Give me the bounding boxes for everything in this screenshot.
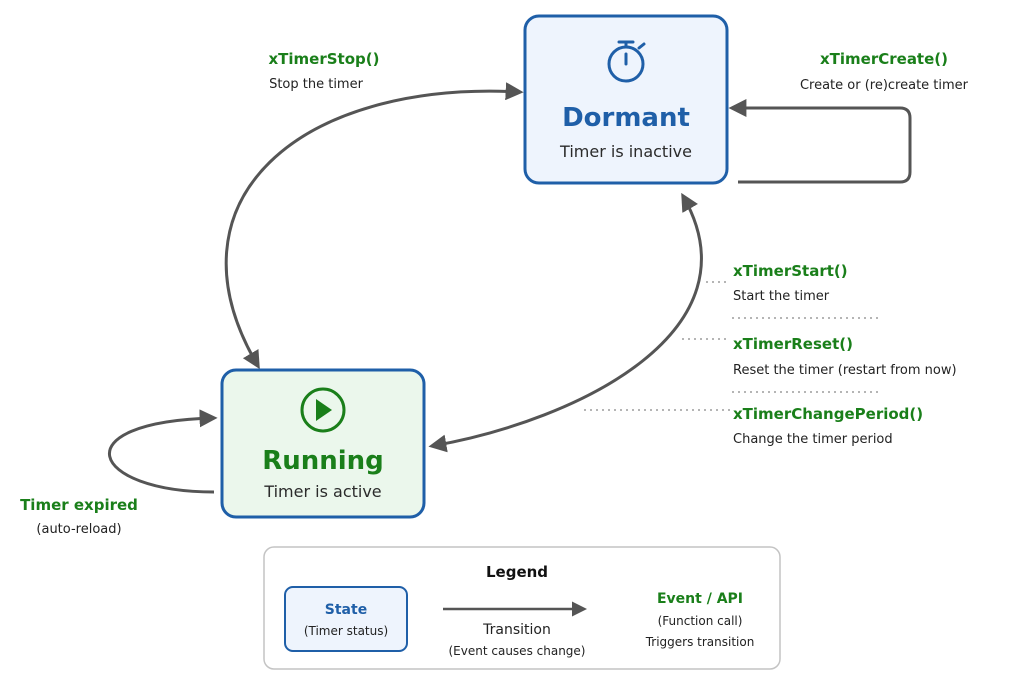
dormant-title: Dormant <box>562 103 690 133</box>
stopwatch-icon <box>607 40 646 83</box>
legend-state-label: State <box>325 602 367 618</box>
expired-desc-label: (auto-reload) <box>36 522 121 537</box>
change-period-api-label: xTimerChangePeriod() <box>733 405 923 423</box>
legend-event-sub1: (Function call) <box>658 614 743 628</box>
legend-state-sub: (Timer status) <box>304 624 388 638</box>
legend: Legend State (Timer status) Transition (… <box>263 546 781 670</box>
legend-event-sub2: Triggers transition <box>645 635 755 649</box>
legend-transition-sub: (Event causes change) <box>449 644 586 658</box>
stop-api-label: xTimerStop() <box>269 50 380 68</box>
create-api-label: xTimerCreate() <box>820 50 948 68</box>
start-api-label: xTimerStart() <box>733 262 848 280</box>
stop-transition-arrow <box>224 82 524 370</box>
expired-api-label: Timer expired <box>20 496 138 514</box>
start-desc-label: Start the timer <box>733 289 830 304</box>
legend-event-label: Event / API <box>657 591 743 607</box>
play-icon <box>300 387 346 433</box>
expired-self-loop-arrow <box>107 409 218 494</box>
running-subtitle: Timer is active <box>263 482 381 501</box>
change-period-desc-label: Change the timer period <box>733 432 893 447</box>
create-self-loop-arrow <box>728 99 912 184</box>
stop-desc-label: Stop the timer <box>269 77 364 92</box>
create-desc-label: Create or (re)create timer <box>800 78 969 93</box>
start-transition-arrow <box>428 192 703 453</box>
legend-transition-label: Transition <box>482 622 551 638</box>
dormant-state: Dormant Timer is inactive <box>523 14 729 185</box>
reset-desc-label: Reset the timer (restart from now) <box>733 363 957 378</box>
running-state: Running Timer is active <box>220 368 426 519</box>
legend-state-sample: State (Timer status) <box>284 586 408 652</box>
running-title: Running <box>262 446 384 476</box>
dormant-subtitle: Timer is inactive <box>559 142 692 161</box>
reset-api-label: xTimerReset() <box>733 335 853 353</box>
legend-title: Legend <box>486 563 548 581</box>
